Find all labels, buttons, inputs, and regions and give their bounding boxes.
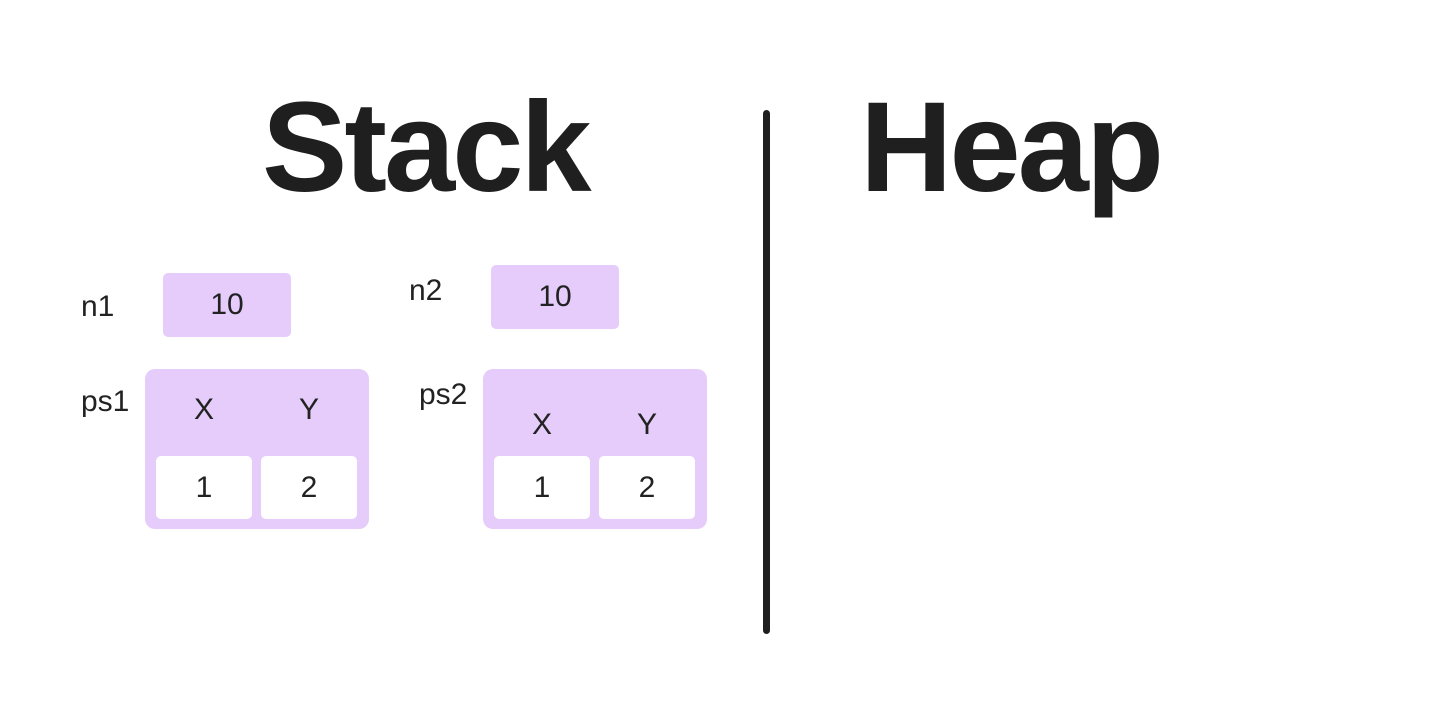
n2-value-box: 10 (491, 265, 619, 329)
ps2-field-y-value: 2 (599, 456, 695, 519)
ps2-label: ps2 (419, 378, 468, 411)
ps1-field-x-name: X (193, 393, 214, 426)
ps1-field-y-value: 2 (261, 456, 357, 519)
stack-title: Stack (262, 76, 592, 219)
n2-label: n2 (409, 274, 443, 307)
ps2-field-x-name: X (531, 408, 552, 441)
ps1-struct: X Y 1 2 (145, 369, 369, 529)
ps2-field-x-value: 1 (494, 456, 590, 519)
ps1-label: ps1 (81, 385, 130, 418)
n1-label: n1 (81, 290, 115, 323)
stack-heap-divider (763, 110, 770, 634)
heap-title: Heap (860, 76, 1164, 219)
ps2-field-y-name: Y (636, 408, 657, 441)
ps2-struct: X Y 1 2 (483, 369, 707, 529)
ps1-field-y-name: Y (298, 393, 319, 426)
ps1-field-x-value: 1 (156, 456, 252, 519)
n1-value-box: 10 (163, 273, 291, 337)
